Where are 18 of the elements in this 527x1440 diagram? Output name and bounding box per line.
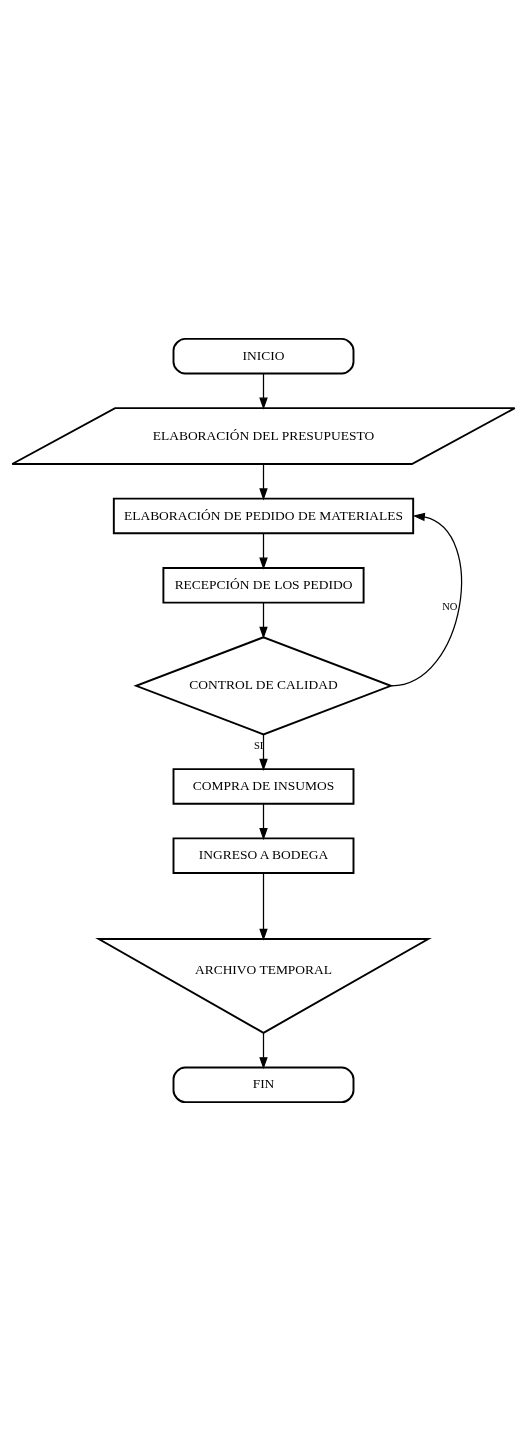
node-box: FIN: [172, 1066, 355, 1103]
arrow: [259, 802, 268, 840]
node-box: RECEPCIÓN DE LOS PEDIDO: [162, 566, 365, 604]
arrow: [259, 1032, 268, 1069]
arrow: [259, 601, 268, 639]
edge-label: NO: [442, 600, 458, 612]
edge-label: SI: [253, 739, 264, 751]
arrow: [259, 733, 268, 771]
node-box: INICIO: [172, 337, 355, 374]
node-box: ELABORACIÓN DE PEDIDO DE MATERIALES: [112, 497, 415, 534]
arrow: [259, 372, 268, 410]
node-box: INGRESO A BODEGA: [172, 836, 355, 874]
arrow: [390, 512, 463, 686]
arrow: [259, 463, 268, 500]
arrow: [259, 871, 268, 941]
node-box: COMPRA DE INSUMOS: [172, 767, 355, 805]
node-diamond: CONTROL DE CALIDAD: [133, 635, 394, 735]
arrow: [259, 532, 268, 570]
